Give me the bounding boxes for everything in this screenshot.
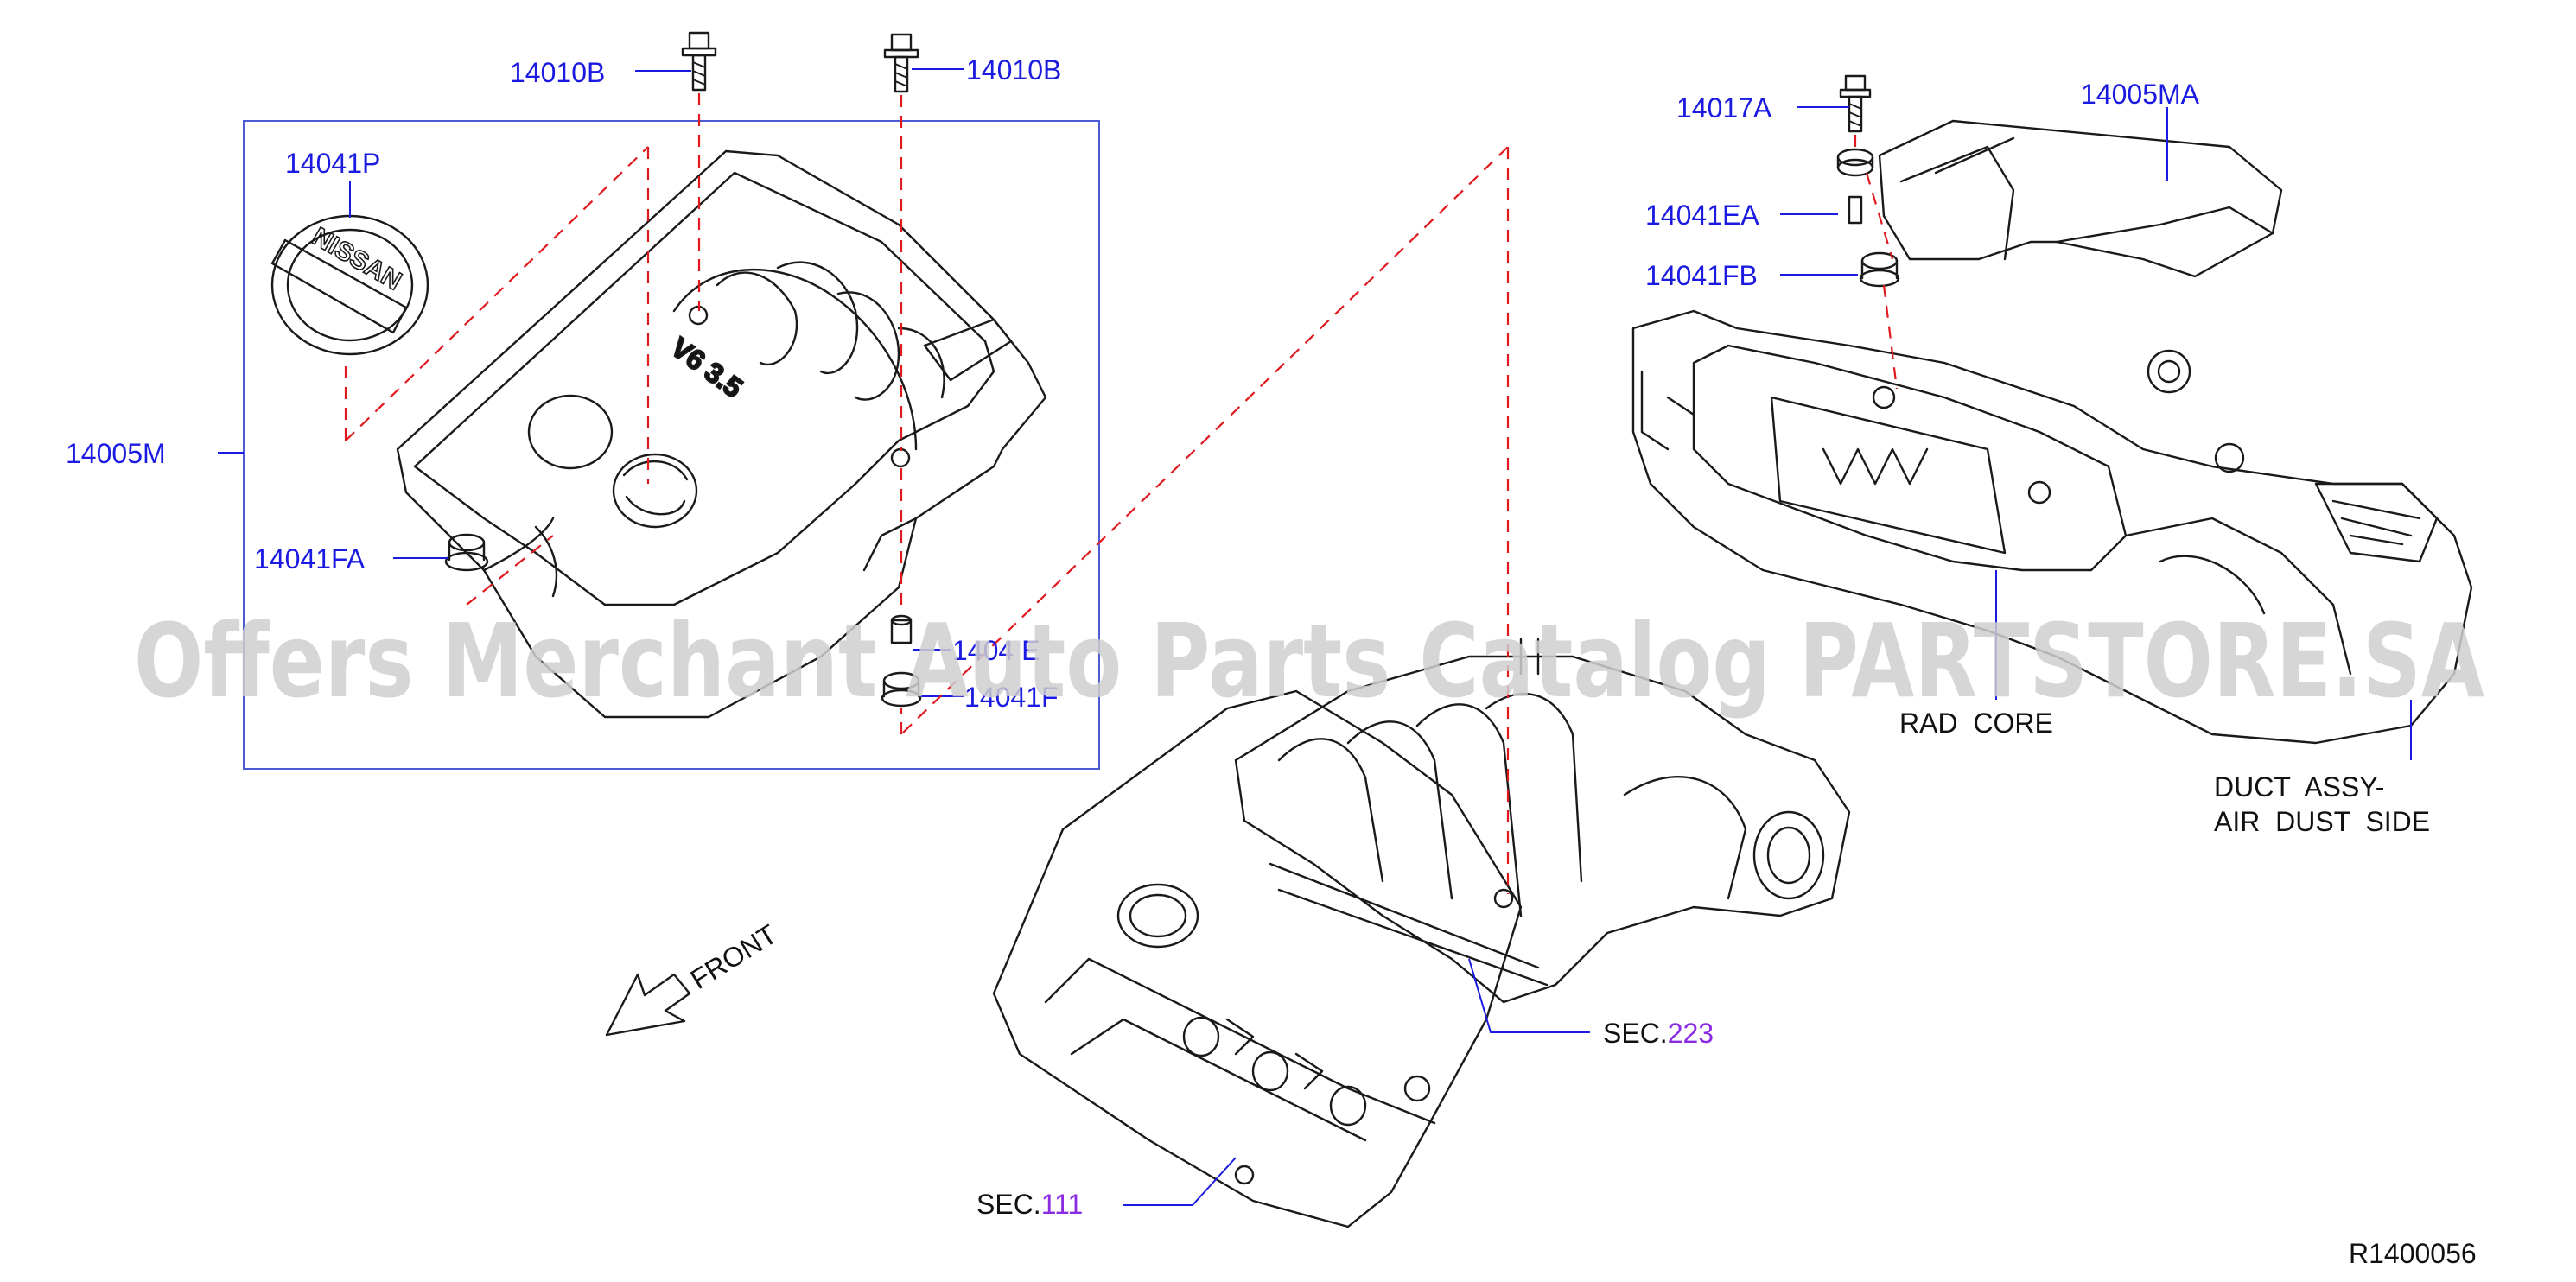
watermark-text: Offers Merchant Auto Parts Catalog PARTS… [134, 601, 2484, 720]
duct-14005ma[interactable] [1878, 119, 2283, 278]
label-14005m[interactable]: 14005M [66, 438, 166, 469]
engine-badge-text: V6 3.5 [665, 332, 748, 404]
sec223-number[interactable]: 223 [1668, 1018, 1714, 1049]
sec111-number[interactable]: 111 [1041, 1189, 1084, 1220]
cover-leaders [218, 68, 964, 697]
intake-manifold-sec223[interactable] [1234, 638, 1851, 1004]
bolt-14010b-left[interactable] [681, 31, 717, 92]
duct-dashed-lines [1854, 135, 1899, 390]
label-duct-line2: AIR DUST SIDE [2214, 806, 2430, 837]
grommet-14041f[interactable] [881, 671, 922, 708]
sec223-prefix: SEC. [1603, 1018, 1668, 1049]
label-14041e[interactable]: 1404 E [952, 635, 1040, 666]
grommet-14041fa[interactable] [444, 533, 489, 572]
sec111-prefix: SEC. [976, 1189, 1041, 1220]
center-leaders [1123, 958, 1590, 1206]
cover-group-frame [243, 120, 1100, 770]
label-sec111[interactable]: SEC.111 [976, 1189, 1083, 1220]
center-dashed-lines [902, 146, 1510, 894]
label-14041f[interactable]: 14041F [964, 682, 1059, 713]
washer-14041ea[interactable] [1836, 148, 1874, 225]
diagram-id: R1400056 [2349, 1238, 2477, 1269]
label-14041fb[interactable]: 14041FB [1645, 260, 1758, 291]
label-14041ea[interactable]: 14041EA [1645, 200, 1759, 231]
label-rad-core: RAD CORE [1899, 708, 2053, 739]
label-sec223[interactable]: SEC.223 [1603, 1018, 1714, 1049]
grommet-14041fb[interactable] [1859, 251, 1900, 288]
radiator-core-support[interactable] [1631, 309, 2473, 745]
bushing-14041e[interactable] [890, 614, 913, 644]
front-arrow-icon [605, 973, 691, 1037]
valve-cover-sec111[interactable] [992, 689, 1523, 1228]
label-14041fa[interactable]: 14041FA [254, 543, 366, 574]
label-14005ma[interactable]: 14005MA [2081, 79, 2200, 110]
label-14010b-left[interactable]: 14010B [510, 57, 605, 88]
emblem-text: NISSAN [307, 222, 406, 295]
cover-dashed-lines [344, 93, 903, 734]
duct-leaders [1780, 106, 2412, 760]
nissan-emblem-14041p[interactable]: NISSAN [270, 214, 429, 356]
label-front: FRONT [685, 918, 783, 995]
label-duct-line1: DUCT ASSY- [2214, 771, 2384, 803]
label-14010b-right[interactable]: 14010B [966, 54, 1061, 86]
label-14041p[interactable]: 14041P [285, 148, 380, 179]
bolt-14010b-right[interactable] [883, 33, 919, 93]
bolt-14017a[interactable] [1839, 74, 1872, 133]
label-14017a[interactable]: 14017A [1676, 92, 1772, 124]
